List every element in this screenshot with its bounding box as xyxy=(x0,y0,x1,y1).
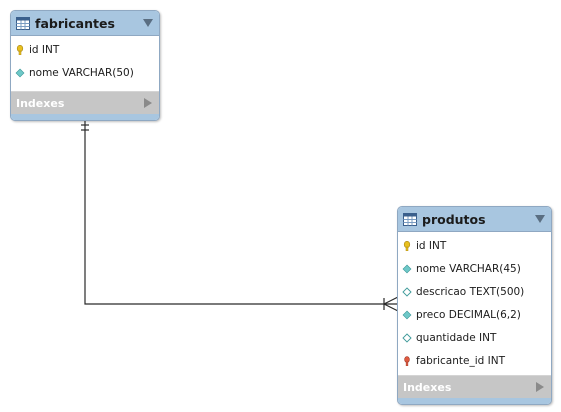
column-not-null-icon xyxy=(15,68,25,77)
table-footer xyxy=(11,114,159,120)
column-row[interactable]: nome VARCHAR(45) xyxy=(398,257,551,280)
expand-arrow-icon[interactable] xyxy=(144,98,152,108)
table-header[interactable]: produtos xyxy=(398,207,551,232)
column-nullable-icon xyxy=(402,286,412,297)
column-list: id INT nome VARCHAR(50) xyxy=(11,36,159,84)
primary-key-icon xyxy=(16,44,24,55)
table-icon xyxy=(16,16,30,30)
column-list: id INT nome VARCHAR(45) descricao TEXT(5… xyxy=(398,232,551,372)
one-and-only-one-marker xyxy=(81,124,89,131)
table-title: fabricantes xyxy=(35,15,115,31)
column-label: nome VARCHAR(45) xyxy=(416,262,521,275)
collapse-arrow-icon[interactable] xyxy=(535,215,545,223)
column-row[interactable]: id INT xyxy=(11,38,159,61)
one-or-many-marker xyxy=(383,296,399,312)
column-nullable-icon xyxy=(402,332,412,343)
column-row[interactable]: preco DECIMAL(6,2) xyxy=(398,303,551,326)
column-label: id INT xyxy=(416,239,447,252)
indexes-section[interactable]: Indexes xyxy=(11,91,159,114)
indexes-label: Indexes xyxy=(16,96,65,110)
table-footer xyxy=(398,398,551,404)
indexes-section[interactable]: Indexes xyxy=(398,375,551,398)
column-label: nome VARCHAR(50) xyxy=(29,66,134,79)
table-produtos[interactable]: produtos id INT nome VARCHAR(45) xyxy=(397,206,552,405)
column-not-null-icon xyxy=(402,310,412,319)
foreign-key-icon xyxy=(404,355,410,366)
table-header[interactable]: fabricantes xyxy=(11,11,159,36)
table-fabricantes[interactable]: fabricantes id INT nome VARCHAR(50) Inde… xyxy=(10,10,160,121)
column-label: descricao TEXT(500) xyxy=(416,285,525,298)
column-label: quantidade INT xyxy=(416,331,497,344)
column-not-null-icon xyxy=(402,264,412,273)
primary-key-icon xyxy=(403,240,411,251)
column-row[interactable]: fabricante_id INT xyxy=(398,349,551,372)
relationship-line[interactable] xyxy=(84,121,398,305)
column-row[interactable]: quantidade INT xyxy=(398,326,551,349)
column-label: id INT xyxy=(29,43,60,56)
column-row[interactable]: nome VARCHAR(50) xyxy=(11,61,159,84)
table-icon xyxy=(403,212,417,226)
table-title: produtos xyxy=(422,211,486,227)
collapse-arrow-icon[interactable] xyxy=(143,19,153,27)
column-row[interactable]: descricao TEXT(500) xyxy=(398,280,551,303)
indexes-label: Indexes xyxy=(403,380,452,394)
column-row[interactable]: id INT xyxy=(398,234,551,257)
expand-arrow-icon[interactable] xyxy=(536,382,544,392)
column-label: fabricante_id INT xyxy=(416,354,506,367)
column-label: preco DECIMAL(6,2) xyxy=(416,308,521,321)
